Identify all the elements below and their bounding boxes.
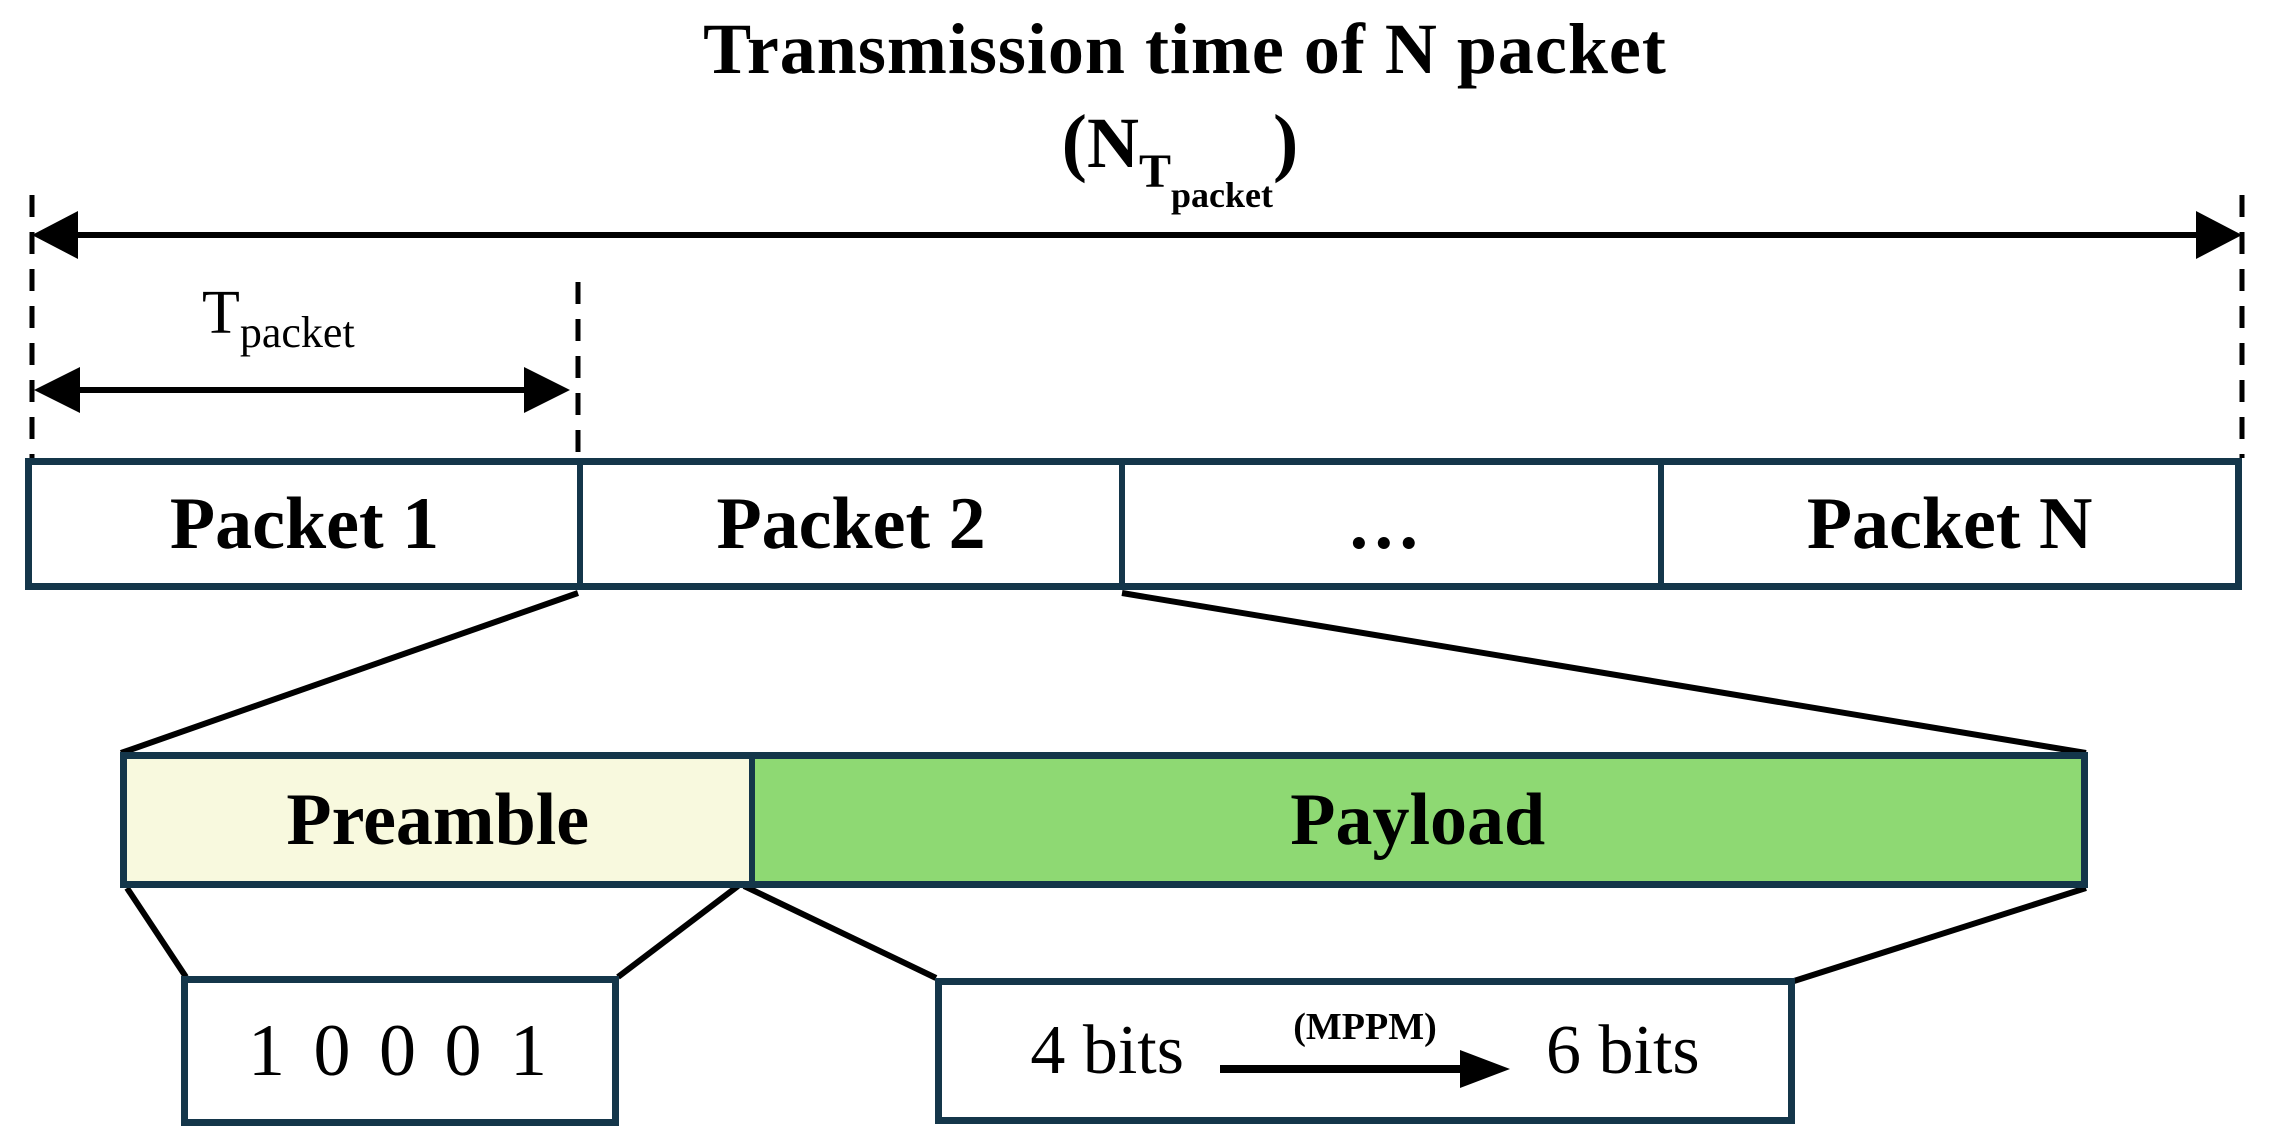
payload-label: Payload [1290,778,1546,861]
packet-cell-label: Packet N [1806,482,2093,565]
formula-base-n: N [1086,103,1139,183]
formula-close-paren: ) [1273,100,1299,184]
packet-structure-row: Preamble Payload [120,752,2088,888]
preamble-cell: Preamble [127,759,755,881]
mppm-arrow-block: (MPPM) [1220,1008,1510,1088]
callout-line-packet-right [1121,590,2087,756]
total-time-arrowhead-right-icon [2196,211,2242,259]
callout-line-preamble-right [616,883,740,980]
callout-line-payload-right [1793,885,2087,984]
mapping-input-bits: 4 bits [1030,1012,1184,1089]
payload-mapping-box: 4 bits (MPPM) 6 bits [935,978,1795,1124]
packet-row: Packet 1 Packet 2 … Packet N [25,458,2242,590]
tpacket-label: Tpacket [202,279,355,355]
mapping-output-bits: 6 bits [1546,1012,1700,1089]
packet-cell-label: … [1346,482,1437,565]
callout-line-preamble-left [124,886,189,979]
total-time-arrowhead-left-icon [32,211,78,259]
tpacket-base: T [202,279,240,347]
mppm-label: (MPPM) [1293,1006,1437,1048]
formula-subsubscript-packet: packet [1171,175,1273,215]
preamble-bits-box: 1 0 0 0 1 [181,976,619,1126]
packet-cell-1: Packet 1 [32,465,584,583]
packet-cell-2: Packet 2 [583,465,1126,583]
callout-line-payload-left [742,883,938,981]
packet-cell-n: Packet N [1664,465,2235,583]
packet-cell-label: Packet 1 [169,482,440,565]
tpacket-subscript: packet [239,308,355,357]
formula-subscript-t: T [1138,145,1171,198]
packet-cell-label: Packet 2 [716,482,986,565]
tpacket-arrowhead-right-icon [524,367,570,413]
total-time-formula: (NTpacket) [45,103,2270,213]
tpacket-arrowhead-left-icon [34,367,80,413]
diagram-title: Transmission time of N packet [703,9,1667,89]
payload-cell: Payload [754,759,2081,881]
preamble-label: Preamble [286,778,590,861]
formula-open-paren: ( [1061,100,1087,184]
packet-cell-ellipsis: … [1125,465,1665,583]
callout-line-packet-left [120,590,579,756]
mppm-arrow-icon [1220,1050,1510,1088]
preamble-bits: 1 0 0 0 1 [248,1009,552,1092]
